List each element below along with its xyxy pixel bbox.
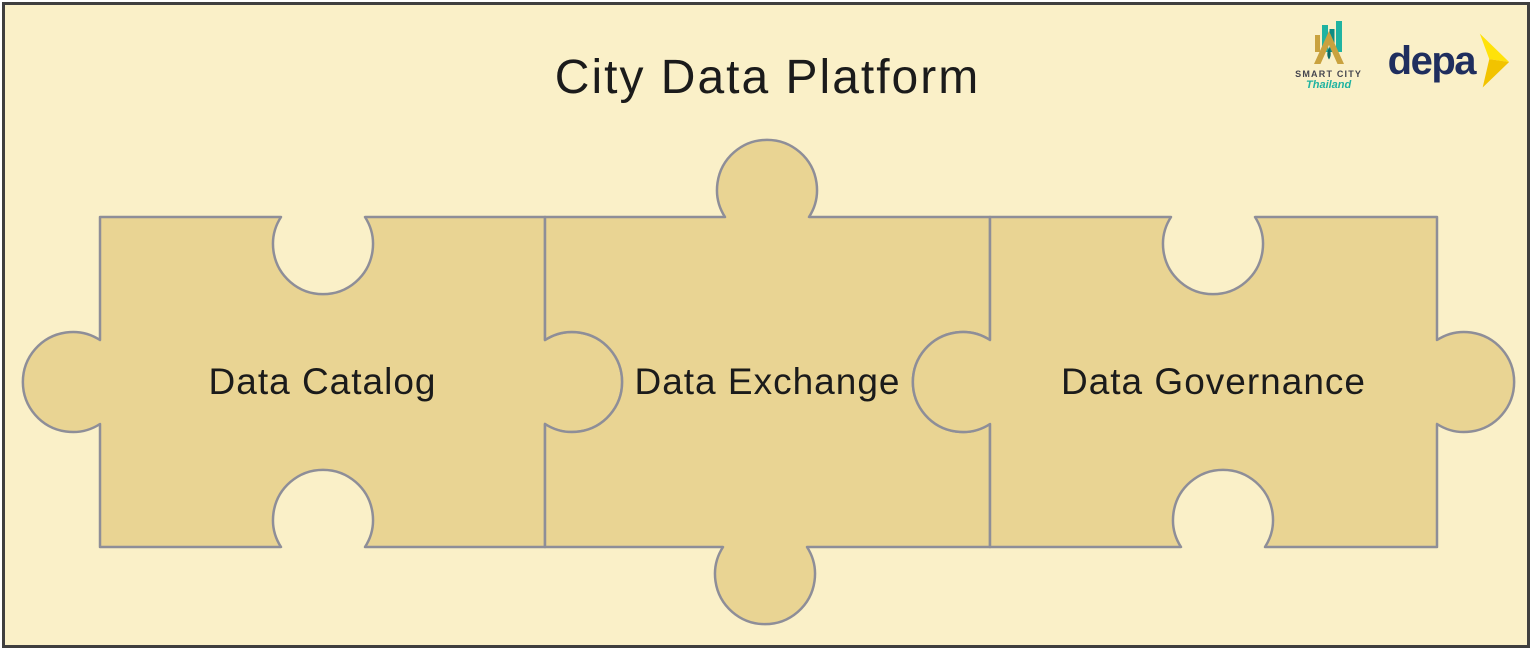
piece-label-data-exchange: Data Exchange	[634, 361, 901, 402]
smart-city-icon	[1313, 21, 1344, 64]
depa-logo: depa	[1388, 32, 1511, 90]
smart-city-logo: SMART CITY Thailand	[1295, 20, 1363, 91]
depa-bird-icon	[1479, 33, 1510, 88]
smart-city-logo-line1: SMART CITY	[1295, 69, 1363, 79]
diagram-title: City Data Platform	[554, 51, 981, 104]
depa-logo-text: depa	[1387, 38, 1477, 83]
smart-city-logo-line2: Thailand	[1306, 79, 1352, 91]
piece-label-data-governance: Data Governance	[1060, 361, 1366, 402]
piece-label-data-catalog: Data Catalog	[208, 361, 437, 402]
logo-group: SMART CITY Thailand depa	[1295, 20, 1511, 91]
